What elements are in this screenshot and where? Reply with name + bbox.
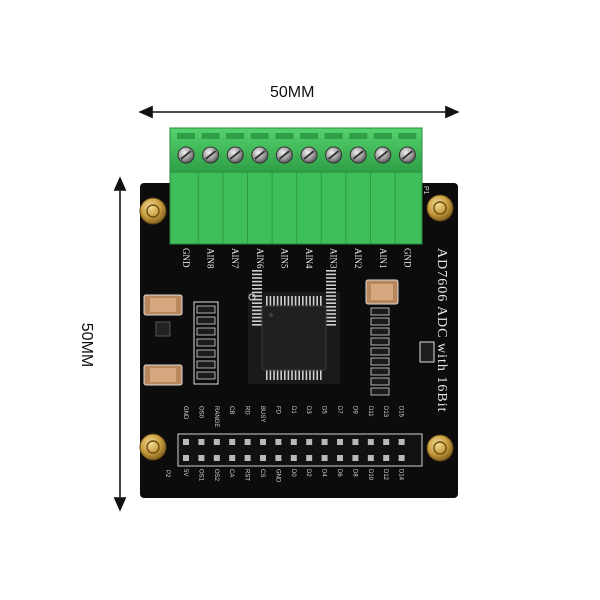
header-pin: [275, 439, 282, 445]
header-pin: [383, 455, 390, 461]
header-bottom-label: D12: [382, 469, 388, 481]
header-bottom-label: D6: [336, 469, 342, 477]
terminal-label: GND: [181, 248, 191, 268]
header-pin: [183, 439, 189, 445]
terminal-label: GND: [402, 248, 412, 268]
terminal-label: AIN1: [378, 248, 388, 269]
terminal-label: AIN6: [255, 248, 265, 269]
left-passives: [143, 294, 219, 386]
header-top-label: GND: [182, 406, 188, 420]
header-top-label: D13: [382, 406, 388, 418]
pin-header: [177, 433, 423, 467]
header-pin: [321, 439, 328, 445]
header-pin: [229, 439, 236, 445]
header-top-label: RD: [244, 406, 250, 415]
header-pin: [306, 439, 313, 445]
header-bottom-label: D2: [305, 469, 311, 477]
header-pin: [352, 439, 359, 445]
header-bottom-label: GND: [274, 469, 280, 483]
header-bottom-label: RST: [244, 469, 250, 481]
header-top-label: CB: [228, 406, 234, 414]
header-pin: [244, 439, 251, 445]
header-pin: [290, 455, 297, 461]
header-top-label: OS0: [197, 406, 203, 419]
header-bottom-label: OS2: [213, 469, 219, 482]
header-pin: [198, 455, 205, 461]
header-pin: [398, 455, 405, 461]
header-pin: [321, 455, 328, 461]
terminal-label: AIN3: [329, 248, 339, 269]
header-bottom-label: CS: [259, 469, 265, 477]
ad7606-chip: [248, 270, 340, 384]
header-pin: [383, 439, 390, 445]
header-top-label: D11: [367, 406, 373, 417]
header-pin: [337, 455, 343, 461]
header-bottom-label: CA: [228, 469, 234, 477]
header-ref-label: P2: [164, 470, 170, 478]
header-pin: [183, 455, 189, 461]
header-pin: [306, 455, 313, 461]
header-pin: [198, 439, 205, 445]
header-top-label: FD: [274, 406, 280, 415]
header-pin: [260, 439, 266, 445]
header-bottom-label: D4: [321, 469, 327, 477]
header-top-label: D9: [351, 406, 357, 414]
header-pin: [352, 455, 359, 461]
header-pin: [244, 455, 251, 461]
pin1-marker: [248, 293, 256, 301]
terminal-label: AIN5: [279, 248, 289, 269]
header-bottom-label: OS1: [197, 469, 203, 482]
standoff-top-right: [426, 194, 454, 222]
board-title-silkscreen: AD7606 ADC with 16Bit: [434, 248, 449, 413]
right-passives: [365, 279, 435, 396]
header-top-label: RANGE: [213, 406, 219, 427]
header-top-label: D5: [321, 406, 327, 414]
header-pin: [367, 455, 374, 461]
header-pin: [213, 455, 220, 461]
terminal-label: AIN7: [230, 248, 240, 269]
header-top-label: D15: [398, 406, 404, 418]
header-pin: [229, 455, 236, 461]
standoff-bottom-left: [139, 433, 167, 461]
header-top-label: BUSY: [259, 406, 265, 422]
header-bottom-label: D10: [367, 469, 373, 481]
header-pin: [260, 455, 266, 461]
header-pin: [398, 439, 405, 445]
screw-terminal-block: [169, 127, 423, 245]
header-bottom-label: D14: [398, 469, 404, 481]
header-pin: [290, 439, 297, 445]
header-bottom-label: 5V: [182, 469, 188, 476]
header-top-label: D1: [290, 406, 296, 414]
standoff-top-left: [139, 197, 167, 225]
terminal-label: AIN2: [353, 248, 363, 269]
terminal-label: AIN4: [304, 248, 314, 269]
standoff-bottom-right: [426, 434, 454, 462]
header-top-label: D7: [336, 406, 342, 414]
terminal-ref-label: P1: [422, 186, 429, 195]
header-pin: [275, 455, 282, 461]
header-bottom-label: D0: [290, 469, 296, 477]
header-pin: [367, 439, 374, 445]
terminal-label: AIN8: [206, 248, 216, 269]
width-dimension-label: 50MM: [270, 84, 315, 101]
header-pin: [337, 439, 343, 445]
header-top-label: D3: [305, 406, 311, 414]
header-bottom-label: D8: [351, 469, 357, 477]
header-pin: [213, 439, 220, 445]
